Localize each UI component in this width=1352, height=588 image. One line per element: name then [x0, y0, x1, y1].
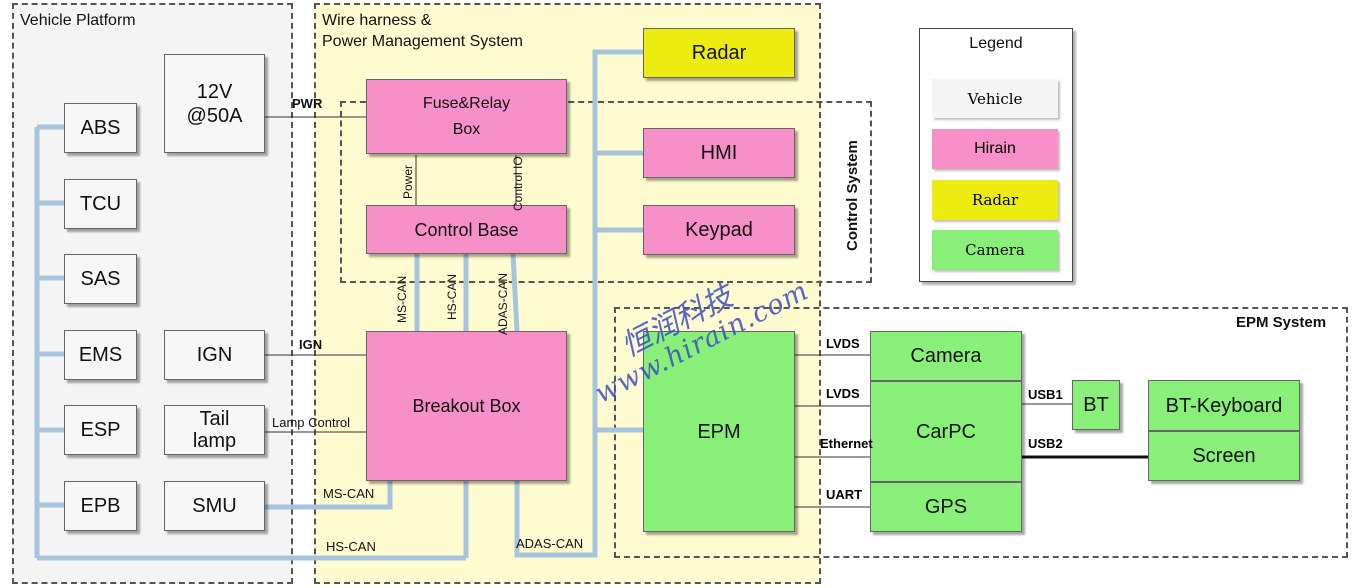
- power-line-label: Power: [401, 164, 415, 199]
- fuse-relay-line2: Box: [452, 120, 481, 138]
- epm-box[interactable]: EPM: [643, 331, 795, 532]
- vehicle-hs-can-label: HS-CAN: [326, 539, 376, 554]
- power-supply-current: @50A: [186, 104, 243, 127]
- epm-system-title: EPM System: [1236, 314, 1327, 331]
- esp-module[interactable]: ESP: [64, 405, 137, 455]
- carpc-box[interactable]: CarPC: [870, 381, 1022, 482]
- legend-title: Legend: [969, 35, 1023, 52]
- vehicle-platform-title: Vehicle Platform: [20, 12, 136, 29]
- ign-box[interactable]: IGN: [164, 330, 265, 380]
- wire-harness-title-line1: Wire harness &: [322, 12, 432, 29]
- ign-label: IGN: [299, 337, 323, 352]
- control-system-region: [340, 101, 872, 283]
- ems-module[interactable]: EMS: [64, 330, 137, 380]
- wire-harness-title-line2: Power Management System: [322, 33, 523, 50]
- lamp-control-label: Lamp Control: [272, 415, 351, 430]
- smu-ms-can-label: MS-CAN: [323, 486, 375, 501]
- usb2-label: USB2: [1028, 436, 1063, 451]
- fuse-relay-box[interactable]: Fuse&Relay Box: [366, 79, 567, 154]
- bt-box[interactable]: BT: [1072, 380, 1120, 430]
- sas-module[interactable]: SAS: [64, 254, 137, 304]
- epb-module[interactable]: EPB: [64, 481, 137, 531]
- legend-radar: Radar: [932, 180, 1058, 220]
- pwr-label: PWR: [292, 96, 323, 111]
- legend-vehicle: Vehicle: [932, 79, 1058, 118]
- usb1-label: USB1: [1028, 387, 1063, 402]
- control-base-box[interactable]: Control Base: [366, 205, 567, 254]
- tail-lamp-line1: Tail: [199, 408, 230, 430]
- abs-module[interactable]: ABS: [64, 103, 137, 153]
- radar-box[interactable]: Radar: [643, 28, 795, 78]
- tail-lamp-box[interactable]: Tail lamp: [164, 405, 265, 455]
- legend-hirain: Hirain: [932, 129, 1058, 169]
- keypad-box[interactable]: Keypad: [643, 205, 795, 255]
- smu-box[interactable]: SMU: [164, 481, 265, 531]
- lvds-carpc-label: LVDS: [826, 386, 860, 401]
- adas-can-label: ADAS-CAN: [516, 536, 584, 551]
- tcu-module[interactable]: TCU: [64, 179, 137, 229]
- ms-can-label: MS-CAN: [395, 275, 409, 323]
- fuse-relay-line1: Fuse&Relay: [422, 94, 511, 112]
- adas-can-vertical-label: ADAS-CAN: [496, 272, 510, 335]
- power-supply-box[interactable]: 12V @50A: [164, 54, 265, 153]
- camera-box[interactable]: Camera: [870, 331, 1022, 381]
- hs-can-label: HS-CAN: [445, 273, 459, 320]
- hmi-box[interactable]: HMI: [643, 128, 795, 178]
- breakout-box[interactable]: Breakout Box: [366, 331, 567, 481]
- bt-keyboard-box[interactable]: BT-Keyboard: [1148, 380, 1300, 431]
- screen-box[interactable]: Screen: [1148, 431, 1300, 481]
- power-supply-voltage: 12V: [196, 80, 233, 103]
- uart-label: UART: [826, 487, 863, 502]
- lvds-camera-label: LVDS: [826, 336, 860, 351]
- gps-box[interactable]: GPS: [870, 482, 1022, 532]
- tail-lamp-line2: lamp: [192, 430, 237, 452]
- legend-camera: Camera: [932, 230, 1058, 270]
- ethernet-label: Ethernet: [820, 436, 873, 451]
- control-io-label: Control IO: [511, 156, 525, 211]
